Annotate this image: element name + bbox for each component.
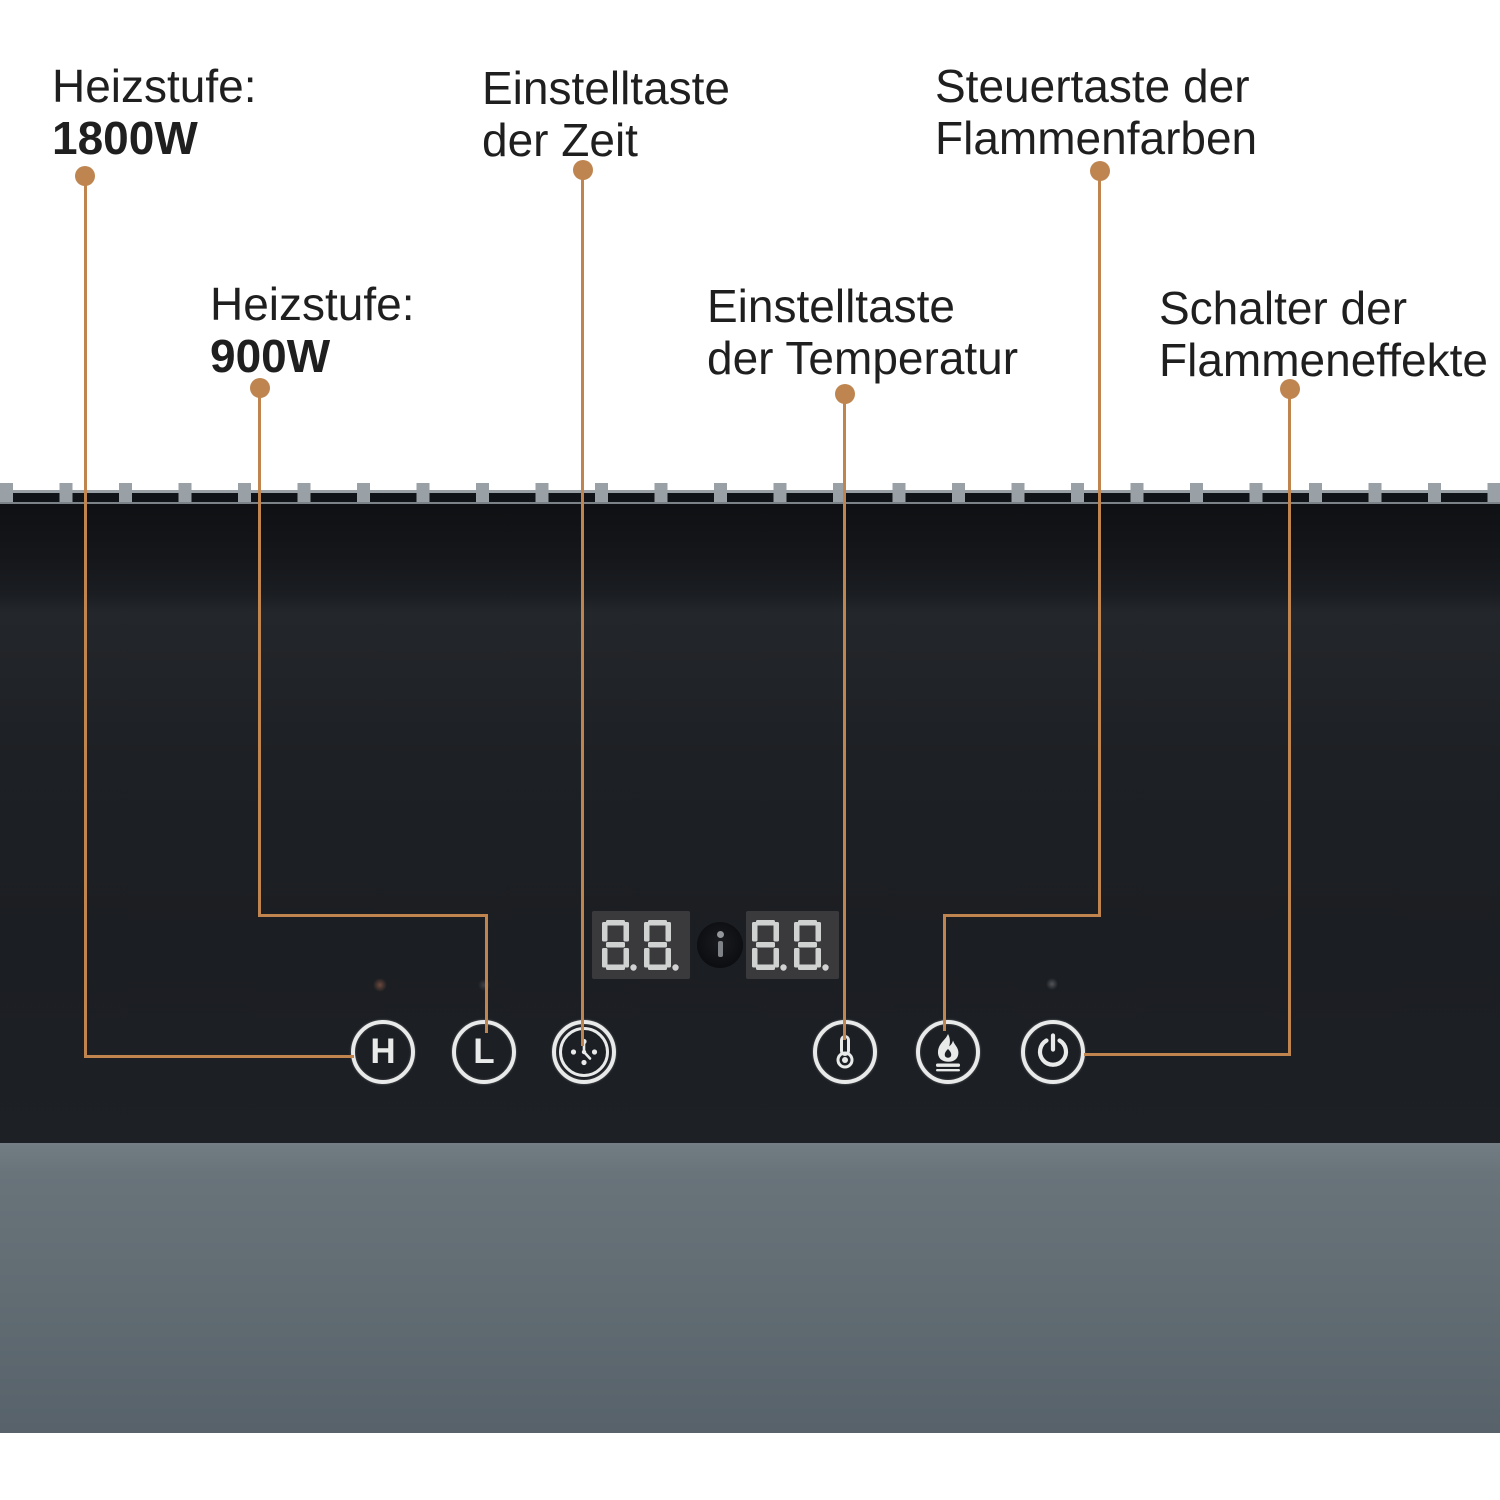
heater-body — [0, 1143, 1500, 1433]
connector-flame-color-h — [943, 914, 1101, 917]
label-line: Einstelltaste — [707, 280, 956, 332]
ir-sensor — [697, 922, 743, 968]
button-timer[interactable] — [552, 1020, 616, 1084]
heat-low-glyph: L — [473, 1031, 495, 1071]
label-line: Heizstufe: — [210, 278, 415, 330]
vent-strip-bumps — [0, 483, 1500, 490]
status-led — [373, 978, 387, 992]
label-line: der Zeit — [482, 114, 638, 166]
power-icon — [1037, 1033, 1069, 1067]
heat-high-glyph: H — [370, 1031, 396, 1071]
label-flame-color: Steuertaste der Flammenfarben — [935, 60, 1257, 164]
flame-icon — [936, 1034, 960, 1072]
connector-heat-high-v — [84, 176, 87, 1058]
led-display-left — [592, 911, 690, 979]
connector-flame-color-v2 — [943, 914, 946, 1031]
connector-heat-low-v1 — [258, 388, 261, 917]
connector-heat-high-h — [84, 1055, 354, 1058]
connector-timer-v — [581, 170, 584, 1046]
connector-heat-low-h — [258, 914, 488, 917]
sensor-indicator-bar — [717, 941, 723, 957]
label-temperature: Einstelltaste der Temperatur — [707, 280, 1018, 384]
connector-flame-color-v1 — [1098, 171, 1101, 917]
seven-segment-display — [592, 911, 690, 979]
label-flame-effect: Schalter der Flammeneffekte — [1159, 282, 1488, 386]
status-led — [1046, 978, 1058, 990]
connector-flame-effect-h — [1084, 1053, 1291, 1056]
connector-heat-low-v2 — [485, 914, 488, 1033]
seven-segment-display — [746, 911, 839, 979]
connector-flame-effect-v — [1288, 389, 1291, 1056]
led-display-right — [746, 911, 839, 979]
vent-strip-band — [0, 490, 1500, 493]
label-timer: Einstelltaste der Zeit — [482, 62, 730, 166]
label-line: Flammenfarben — [935, 112, 1258, 164]
vent-strip-edge — [0, 502, 1500, 504]
status-led — [478, 979, 490, 991]
label-line: der Temperatur — [707, 332, 1019, 384]
button-flame-color[interactable] — [916, 1020, 980, 1084]
label-line: Einstelltaste — [482, 62, 731, 114]
vent-strip-slots — [0, 493, 1500, 502]
clock-outer-ring — [559, 1027, 609, 1077]
label-value: 1800W — [52, 112, 198, 164]
button-heat-high[interactable]: H — [351, 1020, 415, 1084]
label-line: Flammeneffekte — [1159, 334, 1488, 386]
button-heat-low[interactable]: L — [452, 1020, 516, 1084]
label-line: Schalter der — [1159, 282, 1408, 334]
sensor-indicator-dot — [716, 931, 724, 938]
label-heat-high: Heizstufe: 1800W — [52, 60, 257, 164]
connector-temperature-v — [843, 394, 846, 1040]
label-value: 900W — [210, 330, 331, 382]
label-heat-low: Heizstufe: 900W — [210, 278, 415, 382]
control-panel — [0, 504, 1500, 1143]
button-power[interactable] — [1021, 1020, 1085, 1084]
label-line: Heizstufe: — [52, 60, 257, 112]
label-line: Steuertaste der — [935, 60, 1250, 112]
